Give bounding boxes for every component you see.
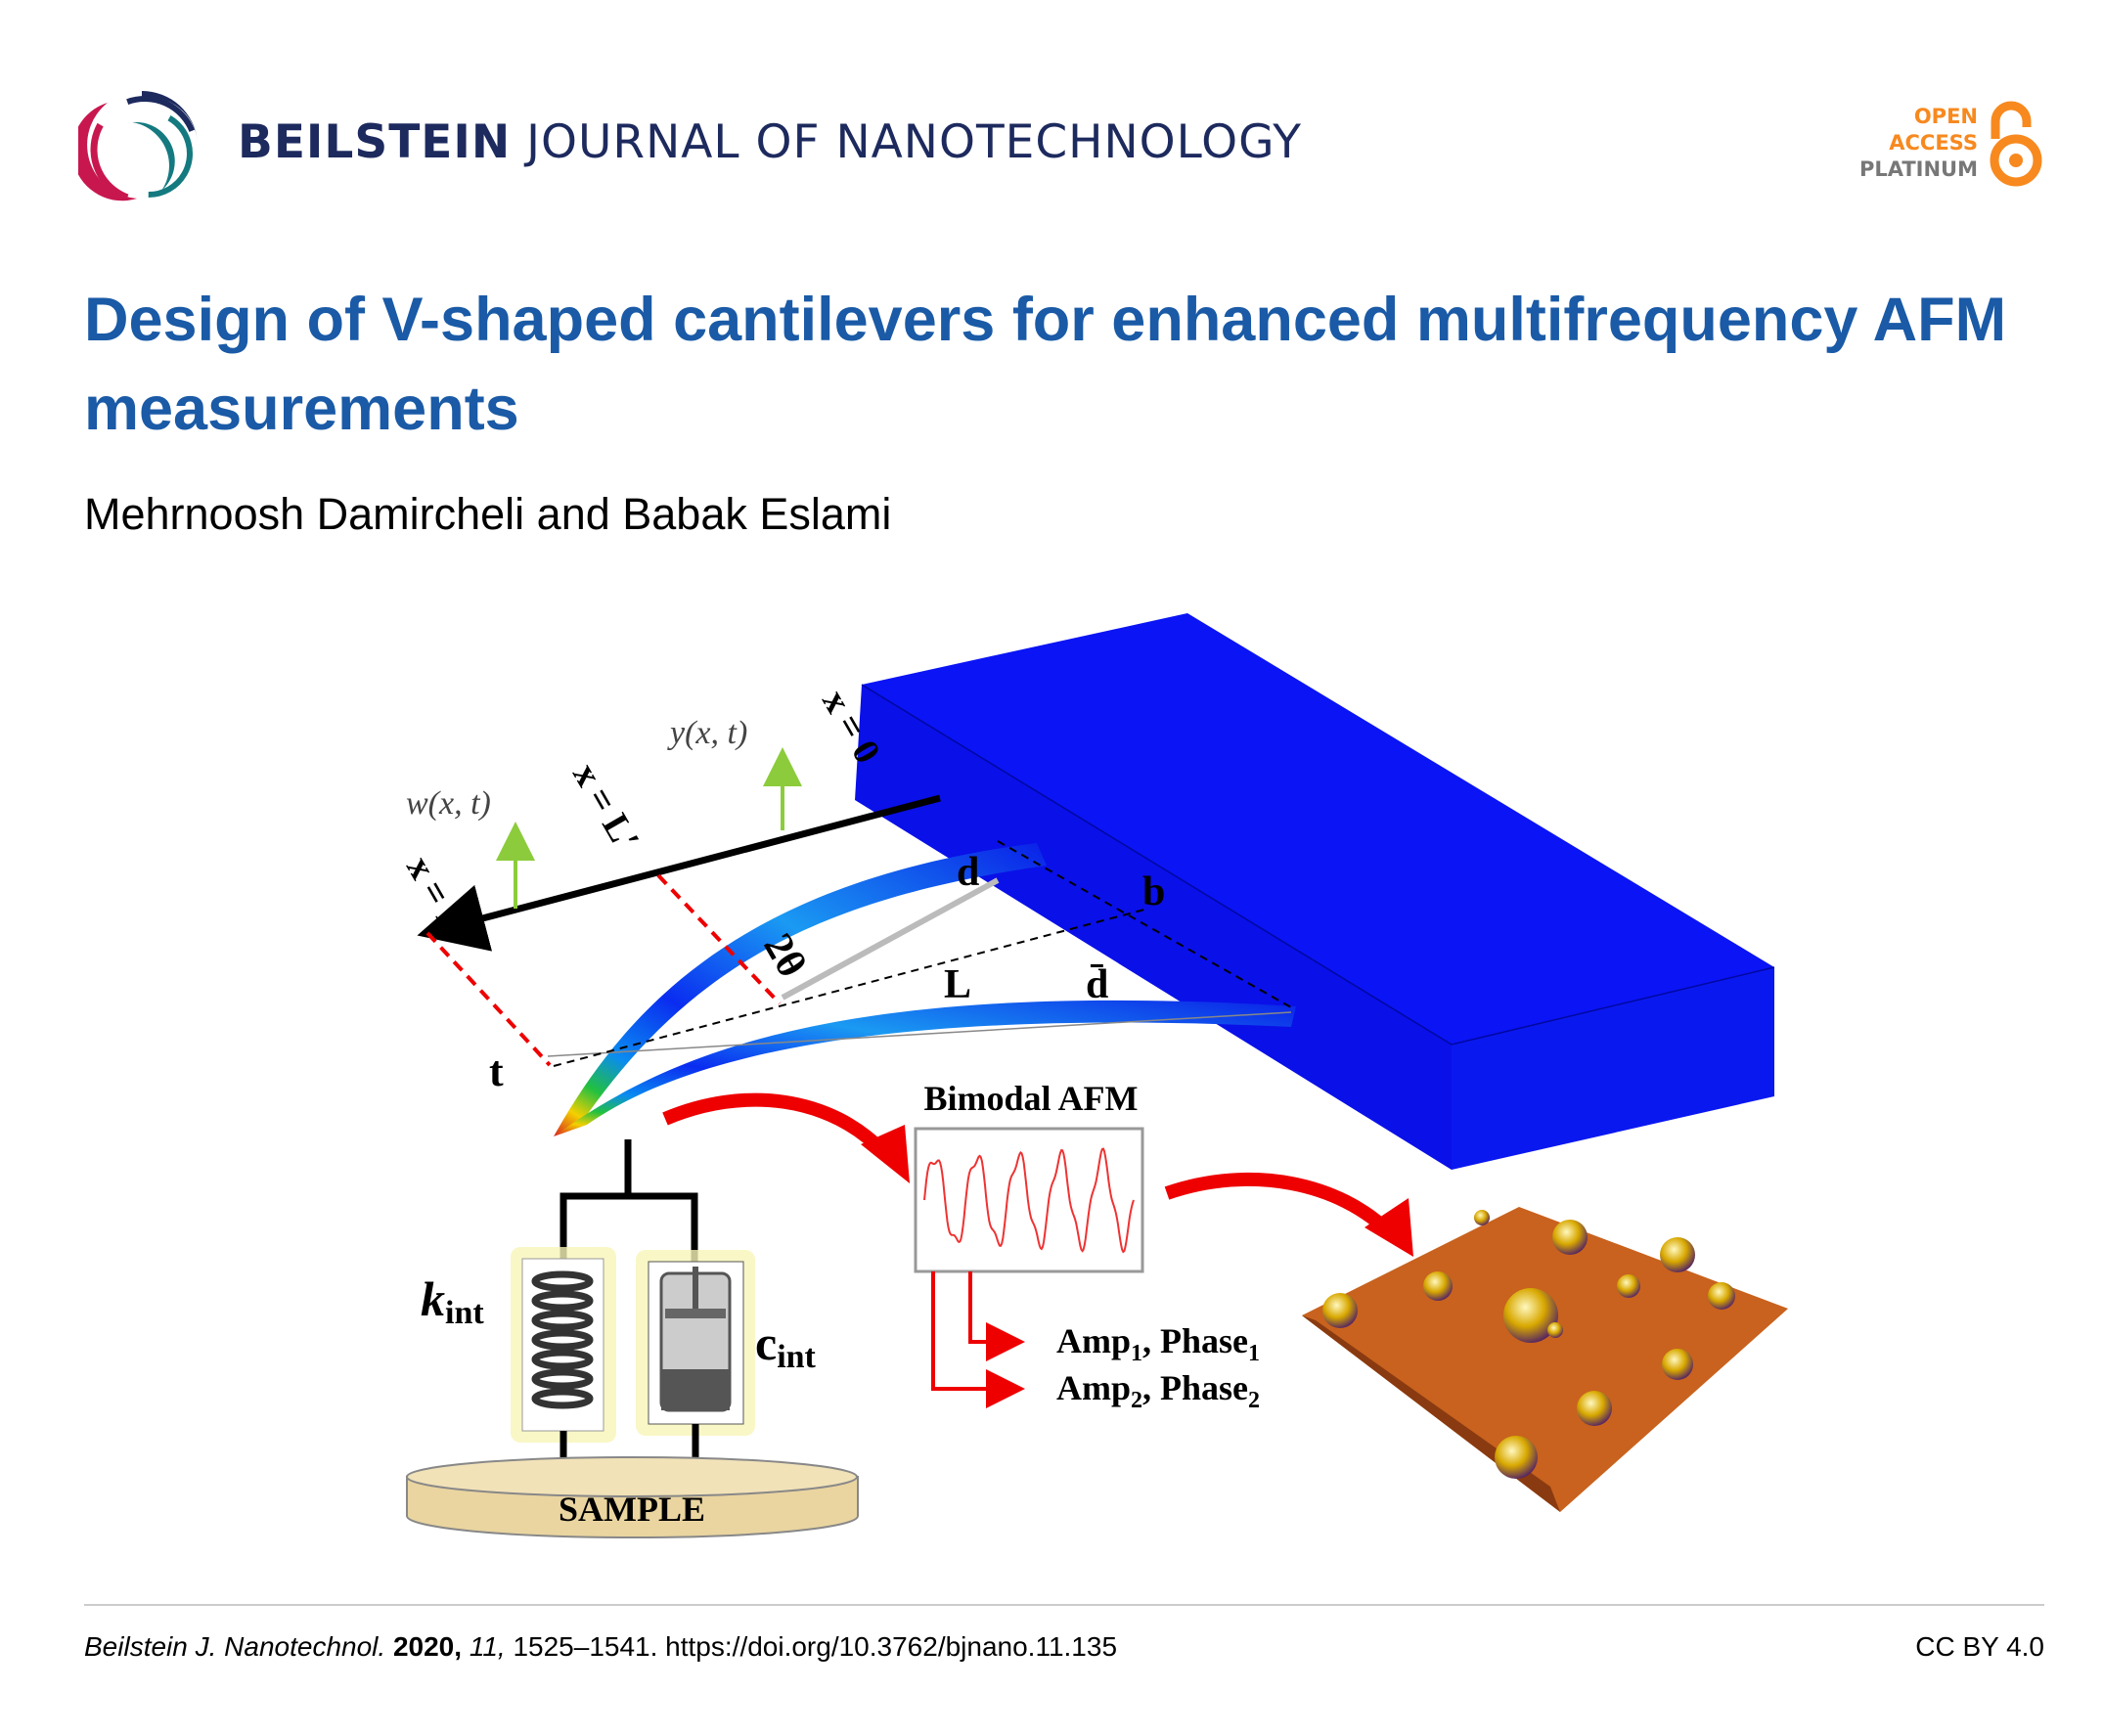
- label-w: w(x, t): [406, 785, 491, 822]
- surface-feature: [1423, 1271, 1453, 1301]
- label-d: d: [957, 850, 979, 895]
- badge-platinum: PLATINUM: [1858, 157, 1978, 181]
- citation-doi[interactable]: 1525–1541. https://doi.org/10.3762/bjnan…: [513, 1631, 1118, 1662]
- spring-icon: [531, 1270, 594, 1409]
- open-lock-icon: [1990, 101, 2042, 187]
- label-d-bar: d̄: [1086, 962, 1108, 1007]
- open-access-badge: OPEN ACCESS PLATINUM: [1859, 104, 1978, 183]
- sample-disc: [406, 1456, 859, 1539]
- dashed-line-axis: [553, 909, 1145, 1067]
- label-t: t: [489, 1047, 504, 1095]
- journal-name: BEILSTEIN JOURNAL OF NANOTECHNOLOGY: [238, 115, 1302, 169]
- beilstein-logo-icon: [78, 90, 200, 204]
- citation-volume: 11,: [469, 1631, 506, 1662]
- label-bimodal-afm: Bimodal AFM: [923, 1079, 1138, 1118]
- label-amp1-phase1: Amp1, Phase1: [1056, 1321, 1260, 1366]
- bimodal-signal-box: [914, 1127, 1144, 1273]
- afm-topography-surface: [1302, 1207, 1788, 1512]
- dashed-line-L-prime: [656, 873, 782, 1005]
- article-title: Design of V-shaped cantilevers for enhan…: [84, 286, 2007, 443]
- dashed-line-L: [425, 931, 552, 1067]
- surface-feature: [1552, 1220, 1588, 1255]
- surface-feature: [1495, 1436, 1538, 1479]
- output-arrow-2: [931, 1271, 1025, 1408]
- badge-open: OPEN: [1913, 105, 1978, 128]
- surface-feature: [1577, 1391, 1612, 1426]
- label-x-L: x = L: [398, 850, 475, 943]
- output-arrow-1: [968, 1271, 1025, 1361]
- x-axis-arrow: [417, 794, 941, 952]
- surface-feature: [1322, 1293, 1358, 1328]
- tip-sample-interaction-model: SAMPLE kint cint: [406, 1139, 859, 1539]
- label-amp2-phase2: Amp2, Phase2: [1056, 1368, 1260, 1413]
- surface-feature: [1617, 1274, 1640, 1298]
- citation-journal: Beilstein J. Nanotechnol.: [84, 1631, 386, 1662]
- journal-name-bold: BEILSTEIN: [238, 115, 512, 169]
- license: CC BY 4.0: [1915, 1631, 2044, 1662]
- article-authors: Mehrnoosh Damircheli and Babak Eslami: [84, 489, 892, 539]
- label-b: b: [1142, 869, 1165, 914]
- red-arrow-to-image: [1164, 1172, 1394, 1238]
- surface-feature: [1708, 1282, 1735, 1310]
- label-y: y(x, t): [667, 715, 747, 751]
- dashed-line-b: [997, 840, 1292, 1008]
- surface-feature: [1547, 1322, 1563, 1338]
- bimodal-signal-wave: [923, 1147, 1135, 1254]
- journal-name-rest: JOURNAL OF NANOTECHNOLOGY: [526, 115, 1302, 169]
- surface-feature: [1503, 1288, 1558, 1343]
- cantilever-base-block: [855, 613, 1775, 1170]
- surface-feature: [1474, 1210, 1490, 1225]
- label-c-int: cint: [755, 1315, 817, 1375]
- label-L: L: [944, 962, 971, 1007]
- damper-icon: [659, 1267, 732, 1412]
- citation: Beilstein J. Nanotechnol. 2020, 11, 1525…: [84, 1631, 1117, 1663]
- label-x-L-prime: x = L′: [564, 757, 647, 859]
- red-arrow-to-signal: [662, 1092, 891, 1159]
- label-k-int: kint: [421, 1271, 484, 1331]
- surface-feature: [1662, 1349, 1693, 1380]
- v-shaped-cantilever: [547, 843, 1296, 1136]
- footer-divider: [84, 1604, 2044, 1606]
- badge-access: ACCESS: [1889, 131, 1978, 155]
- label-sample: SAMPLE: [559, 1490, 705, 1529]
- citation-year: 2020,: [392, 1631, 463, 1662]
- surface-feature: [1660, 1237, 1695, 1272]
